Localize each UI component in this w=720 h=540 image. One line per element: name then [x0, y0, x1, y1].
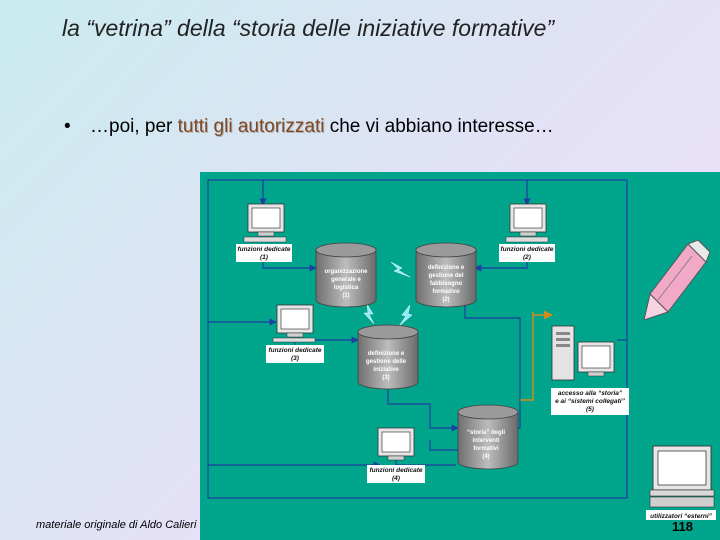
computer-icon: [272, 304, 316, 343]
workstation-1: funzioni dedicate (1): [236, 203, 292, 262]
slide-title: la “vetrina” della “storia delle iniziat…: [62, 15, 555, 41]
lightning-icon: [363, 303, 375, 325]
db4-line4: (4): [482, 454, 489, 460]
bullet-text: …poi, per tutti gli autorizzati che vi a…: [90, 114, 650, 140]
workstation-4: funzioni dedicate (4): [367, 427, 425, 483]
database-4: “storia” degli interventi formativi (4): [457, 404, 519, 470]
db4-line1: “storia” degli: [467, 430, 505, 436]
db1-line3: logistica: [334, 285, 359, 291]
computer-icon: [505, 203, 549, 243]
db4-line2: interventi: [472, 438, 499, 444]
footer-credit: materiale originale di Aldo Calieri: [36, 519, 197, 531]
computer-icon: [243, 203, 287, 243]
db3-line2: gestione delle: [366, 359, 407, 365]
bullet-prefix: …poi, per: [90, 116, 178, 137]
ws2-number: (2): [523, 254, 531, 261]
external-user-label: utilizzatori “esterni”: [650, 513, 713, 520]
db1-line4: (1): [342, 293, 349, 299]
ws5-label-2: e ai “sistemi collegati”: [555, 398, 625, 405]
database-3: definizione e gestione delle iniziative …: [357, 324, 419, 390]
ws3-number: (3): [291, 355, 299, 362]
ws2-label: funzioni dedicate: [500, 246, 553, 253]
ws5-number: (5): [586, 406, 594, 413]
lightning-icons: [363, 261, 413, 327]
ws1-number: (1): [260, 254, 268, 261]
db2-line3: fabbisogno: [430, 281, 463, 287]
bullet-symbol: •: [64, 116, 71, 137]
access-lines: [520, 310, 553, 401]
page-number: 118: [672, 519, 693, 534]
db2-line5: (2): [442, 297, 449, 303]
db2-line4: formativo: [432, 289, 460, 295]
ws5-label: accesso alla “storia”: [558, 390, 623, 397]
db3-line1: definizione e: [368, 351, 405, 357]
ws4-number: (4): [392, 475, 400, 482]
ws1-label: funzioni dedicate: [237, 246, 290, 253]
db2-line2: gestione del: [428, 273, 463, 279]
workstation-2: funzioni dedicate (2): [499, 203, 555, 262]
database-2: definizione e gestione del fabbisogno fo…: [415, 242, 477, 308]
computer-icon: [377, 427, 415, 461]
pencil-arrow-icon: [643, 239, 711, 321]
workstation-5: accesso alla “storia” e ai “sistemi coll…: [551, 325, 629, 415]
computer-icon: [649, 445, 715, 508]
panel-inner-frame: [207, 179, 628, 499]
database-1: organizzazione generale e logistica (1): [315, 242, 377, 308]
db3-line4: (3): [382, 375, 389, 381]
lightning-icon: [390, 261, 411, 278]
bullet-suffix: che vi abbiano interesse…: [324, 116, 554, 137]
ws3-label: funzioni dedicate: [268, 347, 321, 354]
db2-line1: definizione e: [428, 265, 465, 271]
bullet-highlight: tutti gli autorizzati: [177, 116, 325, 137]
db3-line3: iniziative: [373, 367, 399, 373]
db4-line3: formativi: [473, 446, 499, 452]
external-user-computer: utilizzatori “esterni”: [646, 445, 716, 520]
db1-line2: generale e: [331, 277, 361, 283]
ws4-label: funzioni dedicate: [369, 467, 422, 474]
db1-line1: organizzazione: [324, 269, 368, 275]
workstation-3: funzioni dedicate (3): [266, 304, 324, 363]
computer-tower-icon: [551, 325, 615, 381]
